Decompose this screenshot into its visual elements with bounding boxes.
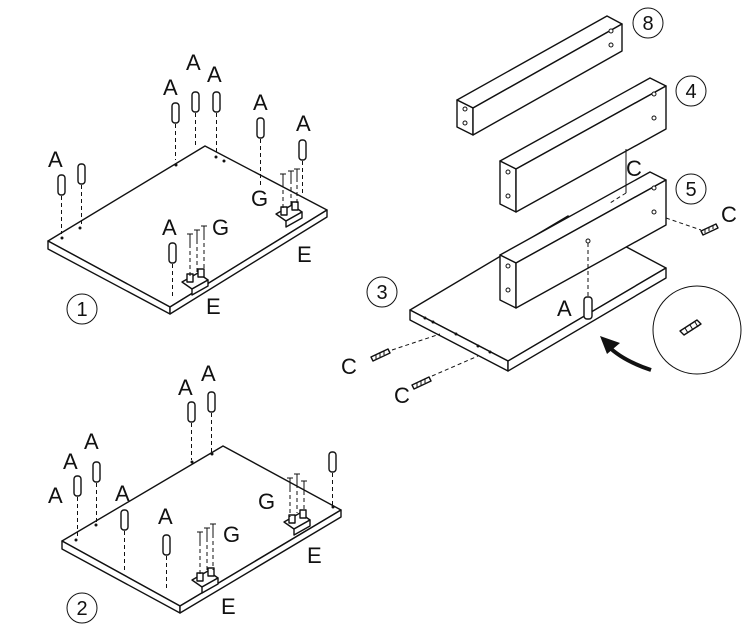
label-g: G	[251, 186, 268, 211]
step-1-hinge-left	[181, 225, 209, 296]
part-number-badge: 4	[675, 75, 707, 107]
label-e: E	[221, 594, 236, 619]
panel-8	[456, 15, 623, 136]
label-e: E	[297, 242, 312, 267]
detail-magnifier	[652, 285, 742, 375]
panel-5	[499, 171, 667, 309]
label-g: G	[258, 489, 275, 514]
label-c: C	[341, 354, 357, 379]
step-1-hinge-right	[275, 168, 303, 228]
label-g: G	[223, 522, 240, 547]
label-c: C	[626, 156, 642, 181]
dowel-a	[191, 91, 200, 148]
dowel-a	[168, 242, 177, 298]
part-number-badge: 8	[632, 7, 664, 39]
label-c: C	[721, 202, 737, 227]
label-a: A	[158, 504, 173, 529]
arrow-icon	[600, 336, 652, 372]
label-a: A	[253, 90, 268, 115]
part-number: 5	[685, 179, 696, 201]
dowel-a	[77, 163, 86, 224]
label-a: A	[48, 483, 63, 508]
step-number: 1	[76, 299, 87, 321]
dowel-a	[120, 509, 129, 570]
step-number: 2	[76, 598, 87, 620]
dowel-a	[328, 451, 337, 505]
label-a: A	[115, 481, 130, 506]
step-2-dowels	[73, 391, 337, 590]
dowel-a	[187, 401, 196, 460]
label-a: A	[162, 215, 177, 240]
part-number: 4	[685, 81, 696, 103]
step-2-hinge-left	[191, 523, 219, 594]
label-a: A	[207, 62, 222, 87]
label-g: G	[212, 215, 229, 240]
step-number-badge: 2	[66, 592, 98, 624]
label-e: E	[307, 543, 322, 568]
cam-bolt-c	[700, 223, 719, 236]
step-1-panel	[47, 145, 328, 315]
label-a: A	[557, 296, 572, 321]
label-a: A	[84, 429, 99, 454]
dowel-a	[73, 475, 82, 538]
label-a: A	[201, 361, 216, 386]
label-a: A	[48, 147, 63, 172]
step-number-badge: 3	[366, 276, 398, 308]
label-a: A	[296, 111, 311, 136]
label-a: A	[163, 75, 178, 100]
part-number-badge: 5	[675, 173, 707, 205]
panel-4	[499, 77, 667, 213]
label-e: E	[206, 294, 221, 319]
part-number: 8	[642, 13, 653, 35]
dowel-a	[92, 461, 101, 523]
cam-bolt-c	[411, 376, 432, 390]
cam-bolt-c	[370, 348, 391, 362]
dowel-a	[57, 174, 66, 234]
dowel-a	[162, 534, 171, 590]
dowel-a	[298, 139, 307, 196]
dowel-a-step-3	[583, 296, 593, 320]
label-a: A	[63, 449, 78, 474]
dowel-a	[256, 117, 265, 186]
step-2-hinge-right	[283, 473, 311, 536]
step-2-panel	[61, 445, 342, 614]
step-number-badge: 1	[66, 293, 98, 325]
label-a: A	[178, 375, 193, 400]
dowel-a	[212, 91, 221, 152]
label-a: A	[186, 50, 201, 75]
label-c: C	[394, 383, 410, 408]
step-1-dowels	[57, 91, 307, 298]
dowel-a	[171, 102, 180, 160]
dowel-a	[207, 391, 216, 452]
step-number: 3	[376, 282, 387, 304]
